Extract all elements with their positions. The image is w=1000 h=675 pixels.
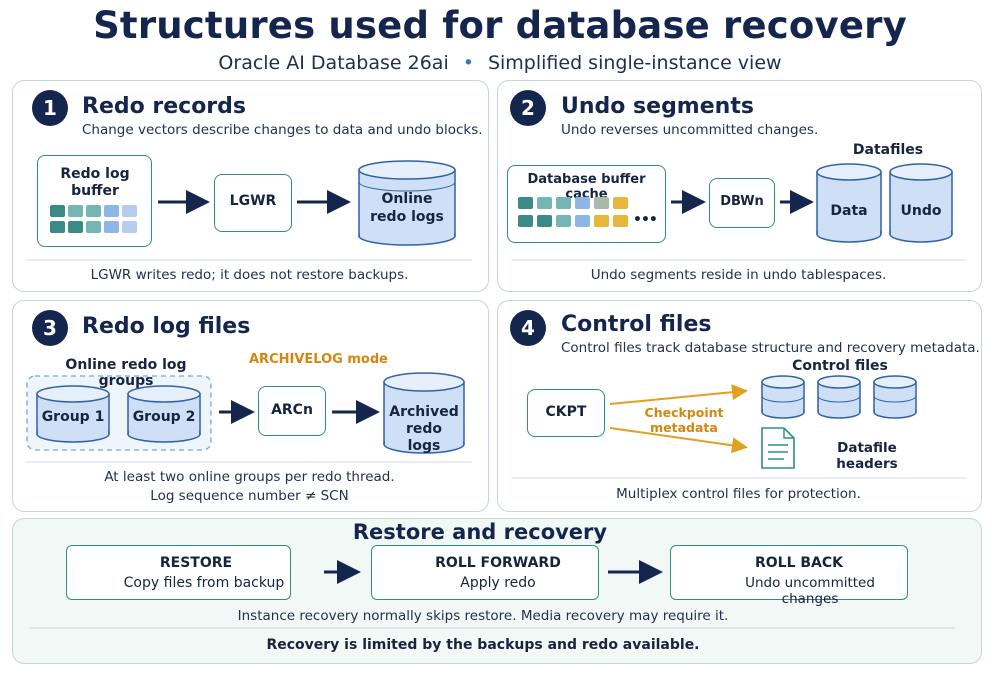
- roll-back-subtitle: Undo uncommitted changes: [745, 575, 875, 607]
- panel-1-title: Redo records: [82, 94, 247, 119]
- control-file-cylinder-3: [873, 375, 917, 419]
- panel-4-description: Control files track database structure a…: [561, 340, 980, 356]
- panel-2-footer: Undo segments reside in undo tablespaces…: [590, 267, 887, 283]
- panel-4-number: 4: [510, 310, 546, 346]
- ckpt-label: CKPT: [545, 404, 587, 420]
- group-2-label: Group 2: [132, 409, 196, 425]
- restore-subtitle: Copy files from backup: [123, 575, 285, 591]
- group-2-cylinder: [127, 385, 201, 443]
- undo-cylinder: [889, 163, 953, 243]
- recovery-note: Instance recovery normally skips restore…: [237, 608, 729, 624]
- online-groups-label: Online redo log groups: [65, 357, 187, 389]
- panel-2-number: 2: [510, 90, 546, 126]
- panel-4-title: Control files: [561, 312, 712, 337]
- archived-redo-logs-label: Archived redo logs: [389, 404, 459, 454]
- archivelog-mode-label: ARCHIVELOG mode: [249, 352, 388, 367]
- panel-4-footer: Multiplex control files for protection.: [616, 486, 861, 502]
- lgwr-label: LGWR: [229, 193, 277, 209]
- data-label: Data: [830, 203, 868, 219]
- control-file-cylinder-1: [761, 375, 805, 419]
- datafile-headers-label: Datafile headers: [836, 440, 898, 472]
- subtitle-view: Simplified single-instance view: [487, 52, 782, 74]
- ckpt-box: [527, 389, 605, 437]
- document-icon: [761, 427, 795, 469]
- dbwn-label: DBWn: [720, 194, 764, 209]
- page-title: Structures used for database recovery: [93, 4, 907, 47]
- arcn-box: [258, 386, 326, 436]
- page-subtitle: Oracle AI Database 26ai • Simplified singl…: [0, 52, 1000, 74]
- online-redo-logs-cylinder: [358, 160, 456, 246]
- data-cylinder: [816, 163, 882, 243]
- panel-1-footer: LGWR writes redo; it does not restore ba…: [90, 267, 409, 283]
- panel-3-footer-1: At least two online groups per redo thre…: [104, 469, 395, 485]
- lgwr-box: [214, 174, 292, 232]
- recovery-footer: Recovery is limited by the backups and r…: [266, 637, 700, 653]
- panel-1-number: 1: [32, 90, 68, 126]
- arcn-label: ARCn: [271, 402, 313, 418]
- subtitle-separator: •: [462, 52, 474, 74]
- recovery-title: Restore and recovery: [352, 520, 608, 544]
- redo-log-buffer-label: Redo log buffer: [60, 166, 130, 199]
- roll-back-title: ROLL BACK: [754, 555, 844, 571]
- arrow-ckpt-to-datafile-headers: [609, 427, 748, 454]
- online-redo-logs-label: Online redo logs: [370, 191, 444, 225]
- panel-1-description: Change vectors describe changes to data …: [82, 122, 483, 138]
- restore-box: [66, 545, 291, 600]
- arrow-ckpt-to-control-files: [609, 384, 748, 405]
- undo-label: Undo: [900, 203, 942, 219]
- subtitle-product: Oracle AI Database 26ai: [218, 52, 449, 74]
- roll-forward-title: ROLL FORWARD: [435, 555, 561, 571]
- roll-back-box: [670, 545, 908, 600]
- checkpoint-metadata-label: Checkpoint metadata: [644, 405, 724, 435]
- roll-forward-box: [371, 545, 599, 600]
- control-files-label: Control files: [792, 358, 888, 374]
- archived-redo-logs-cylinder: [383, 372, 465, 454]
- restore-title: RESTORE: [159, 555, 233, 571]
- buffer-cache-ellipsis: •••: [633, 212, 658, 228]
- panel-3-number: 3: [32, 310, 68, 346]
- panel-3-footer-2: Log sequence number ≠ SCN: [150, 488, 349, 504]
- dbwn-box: [709, 178, 775, 228]
- roll-forward-subtitle: Apply redo: [460, 575, 536, 591]
- datafiles-label: Datafiles: [852, 142, 924, 158]
- panel-3-title: Redo log files: [82, 314, 251, 339]
- control-file-cylinder-2: [817, 375, 861, 419]
- group-1-label: Group 1: [41, 409, 105, 425]
- panel-2-title: Undo segments: [561, 94, 754, 119]
- group-1-cylinder: [36, 385, 110, 443]
- panel-2-description: Undo reverses uncommitted changes.: [561, 122, 819, 138]
